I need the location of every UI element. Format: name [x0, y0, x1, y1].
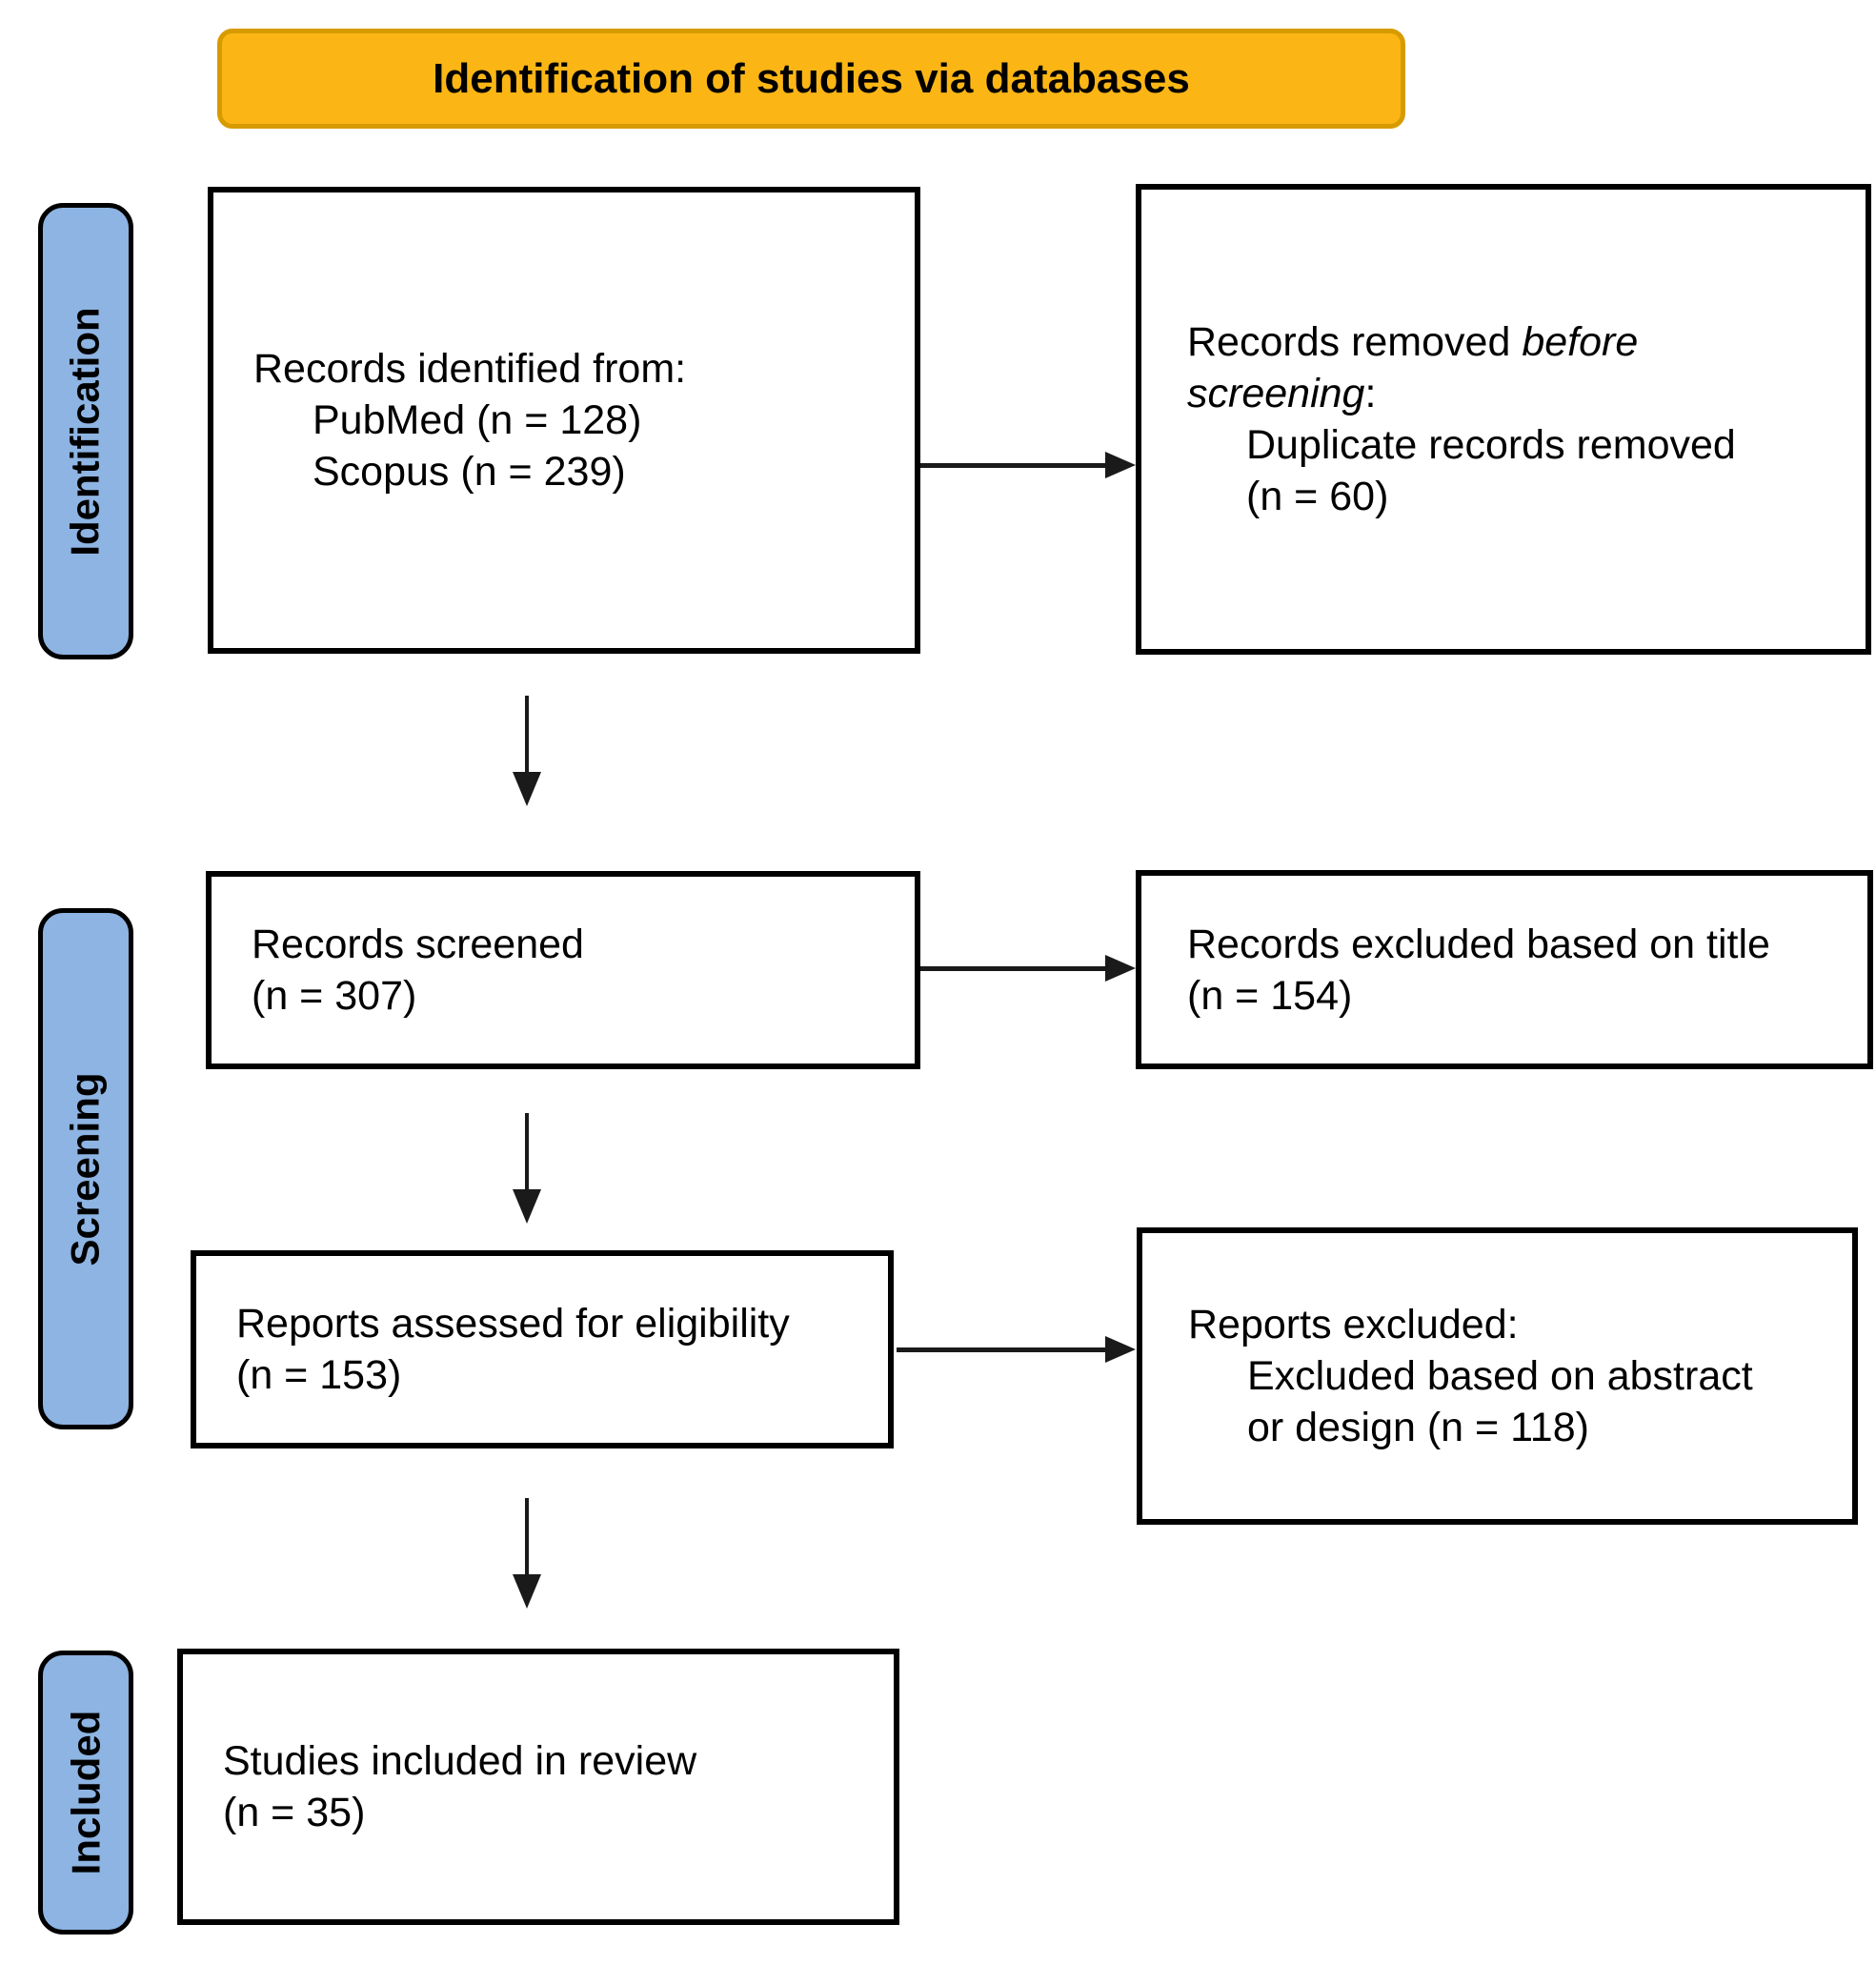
banner-title: Identification of studies via databases — [217, 29, 1405, 129]
arrow-head-right-icon — [1105, 1336, 1136, 1363]
box-records-screened-line2: (n = 307) — [252, 973, 417, 1019]
box-records-identified-item: PubMed (n = 128) — [313, 397, 642, 443]
box-records-removed-heading-line2: screening: — [1187, 371, 1377, 416]
arrow-shaft — [897, 1347, 1109, 1352]
box-records-removed-heading-line1: Records removed before — [1187, 319, 1639, 365]
arrow-head-right-icon — [1105, 955, 1136, 982]
stage-included: Included — [38, 1651, 133, 1935]
box-studies-included-line2: (n = 35) — [223, 1790, 366, 1835]
stage-identification-label: Identification — [63, 306, 108, 557]
stage-identification: Identification — [38, 203, 133, 659]
stage-included-label: Included — [63, 1710, 108, 1875]
arrow-shaft — [525, 696, 529, 774]
arrow-head-down-icon — [513, 772, 541, 806]
arrow-shaft — [920, 463, 1109, 468]
box-records-screened-line1: Records screened — [252, 922, 584, 967]
arrow-shaft — [525, 1498, 529, 1576]
arrow-head-down-icon — [513, 1574, 541, 1609]
italic-text: before — [1522, 319, 1639, 365]
banner-title-text: Identification of studies via databases — [433, 54, 1190, 102]
box-studies-included-line1: Studies included in review — [223, 1738, 697, 1784]
box-records-screened: Records screened (n = 307) — [206, 871, 920, 1069]
arrow-shaft — [525, 1113, 529, 1191]
box-reports-assessed: Reports assessed for eligibility (n = 15… — [191, 1250, 894, 1448]
box-records-excluded-title-line1: Records excluded based on title — [1187, 921, 1770, 967]
box-records-excluded-title-line2: (n = 154) — [1187, 972, 1353, 1019]
stage-screening-label: Screening — [63, 1071, 109, 1266]
box-reports-excluded-item: or design (n = 118) — [1247, 1405, 1589, 1450]
box-reports-excluded-heading: Reports excluded: — [1188, 1302, 1519, 1347]
box-records-identified-heading: Records identified from: — [253, 346, 687, 392]
box-records-removed: Records removed before screening: Duplic… — [1136, 184, 1871, 655]
box-reports-excluded-item: Excluded based on abstract — [1247, 1353, 1753, 1399]
box-reports-assessed-line2: (n = 153) — [236, 1352, 402, 1398]
arrow-head-right-icon — [1105, 452, 1136, 478]
arrow-head-down-icon — [513, 1189, 541, 1224]
box-reports-excluded: Reports excluded: Excluded based on abst… — [1137, 1227, 1858, 1525]
box-reports-assessed-line1: Reports assessed for eligibility — [236, 1301, 790, 1347]
box-records-removed-item: (n = 60) — [1246, 474, 1389, 519]
box-studies-included: Studies included in review (n = 35) — [177, 1649, 899, 1925]
box-records-excluded-title: Records excluded based on title (n = 154… — [1136, 870, 1873, 1069]
box-records-identified: Records identified from: PubMed (n = 128… — [208, 187, 920, 654]
arrow-shaft — [920, 966, 1109, 971]
stage-screening: Screening — [38, 908, 133, 1429]
box-records-removed-item: Duplicate records removed — [1246, 422, 1736, 468]
italic-text: screening — [1187, 371, 1365, 416]
box-records-identified-item: Scopus (n = 239) — [313, 449, 626, 495]
